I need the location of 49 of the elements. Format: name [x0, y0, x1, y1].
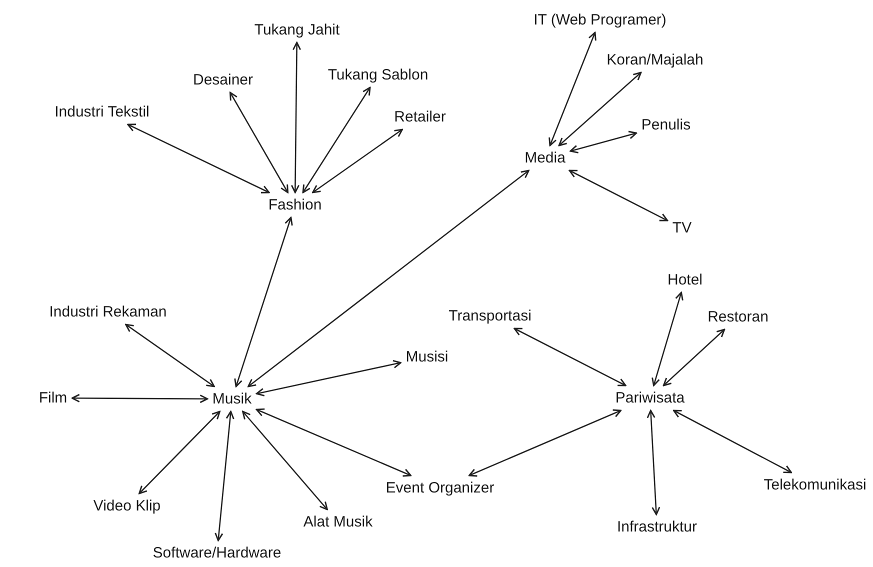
node-label: Koran/Majalah [604, 50, 706, 70]
double-arrow [256, 360, 402, 396]
double-arrow [672, 410, 792, 474]
node-label: Desainer [190, 70, 256, 90]
node-label: Infrastruktur [614, 518, 700, 536]
node-label: Hotel [665, 270, 705, 290]
node-label: Tukang Jahit [252, 20, 342, 40]
node-label: Media [522, 148, 568, 168]
node-label: Penulis [639, 116, 693, 134]
node-label: IT (Web Programer) [532, 10, 668, 30]
double-arrow [568, 170, 668, 222]
double-arrow [558, 72, 642, 146]
double-arrow [646, 410, 660, 516]
double-arrow [302, 86, 371, 194]
node-label: Alat Musik [301, 512, 375, 532]
double-arrow [214, 410, 234, 542]
node-label: Fashion [266, 196, 324, 214]
double-arrow [312, 128, 403, 194]
double-arrow [234, 216, 293, 388]
node-label: Pariwisata [613, 388, 687, 408]
node-label: Video Klip [91, 496, 163, 516]
node-label: Retailer [392, 108, 448, 126]
double-arrow [548, 32, 596, 146]
node-label: Event Organizer [384, 478, 496, 498]
node-label: Software/Hardware [150, 544, 284, 562]
double-arrow [248, 170, 530, 388]
node-label: TV [670, 218, 694, 238]
node-label: Restoran [706, 308, 770, 326]
double-arrow [71, 394, 208, 404]
double-arrow [242, 410, 328, 510]
double-arrow [290, 42, 302, 194]
double-arrow [662, 328, 726, 386]
node-label: Musisi [404, 348, 450, 366]
double-arrow [570, 130, 638, 154]
double-arrow [468, 409, 622, 477]
double-arrow [125, 324, 215, 388]
double-arrow [256, 408, 412, 477]
node-label: Tukang Sablon [326, 66, 430, 84]
node-label: Film [36, 388, 70, 408]
double-arrow [514, 328, 626, 386]
double-arrow [229, 92, 289, 194]
node-label: Industri Tekstil [52, 102, 152, 122]
double-arrow [138, 410, 220, 494]
node-label: Musik [210, 390, 254, 408]
double-arrow [127, 124, 270, 194]
node-label: Telekomunikasi [762, 476, 868, 494]
node-label: Transportasi [446, 306, 534, 326]
node-label: Industri Rekaman [47, 302, 169, 322]
double-arrow [652, 292, 684, 386]
